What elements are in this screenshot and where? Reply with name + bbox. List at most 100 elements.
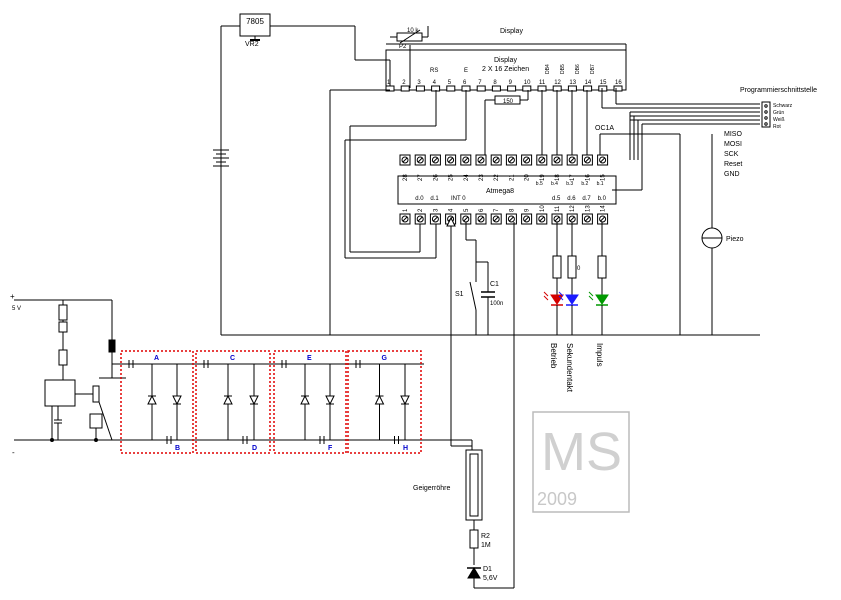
svg-text:DB6: DB6 bbox=[575, 64, 581, 74]
mcu-port-label: d.1 bbox=[430, 196, 439, 202]
svg-text:SCK: SCK bbox=[724, 151, 739, 158]
mcu-port-b.2: b.2 bbox=[581, 181, 588, 187]
cascade-node-label: B bbox=[175, 445, 180, 452]
svg-text:MOSI: MOSI bbox=[724, 141, 742, 148]
display-pin-9: 9 bbox=[507, 80, 517, 92]
svg-text:19: 19 bbox=[540, 174, 546, 181]
svg-text:10: 10 bbox=[524, 80, 531, 86]
mcu-pin-8: 8 bbox=[505, 208, 517, 225]
mcu-pin-9: 9 bbox=[521, 208, 533, 225]
mcu-pin-23: 23 bbox=[475, 154, 487, 181]
hv-generator: + 5 V - bbox=[10, 292, 126, 457]
led-label-impuls: Impuls bbox=[595, 343, 604, 367]
mcu-pin-2: 2 bbox=[414, 208, 426, 225]
svg-text:11: 11 bbox=[555, 205, 561, 212]
cascade-node-label: E bbox=[307, 355, 312, 362]
mcu-port-b.5: b.5 bbox=[536, 181, 543, 187]
display-pin-3: 3 bbox=[415, 80, 425, 92]
svg-text:+: + bbox=[10, 292, 15, 301]
mcu-port-label: b.0 bbox=[598, 196, 607, 202]
mcu-pin-16: 16 bbox=[581, 154, 593, 181]
display-size: 2 X 16 Zeichen bbox=[482, 66, 529, 73]
mcu-pin-10: 10 bbox=[536, 205, 548, 225]
mcu-pin-24: 24 bbox=[460, 154, 472, 181]
svg-text:10 k: 10 k bbox=[407, 28, 419, 34]
mcu-pin-11: 11 bbox=[551, 205, 563, 225]
mcu-pin-28: 28 bbox=[399, 154, 411, 181]
svg-text:15: 15 bbox=[600, 80, 607, 86]
mcu-pin-26: 26 bbox=[429, 154, 441, 181]
svg-text:150: 150 bbox=[503, 99, 514, 105]
svg-text:MISO: MISO bbox=[724, 131, 742, 138]
svg-text:4: 4 bbox=[433, 80, 437, 86]
mcu-pin-3: 3 bbox=[429, 208, 441, 225]
mcu-pin-7: 7 bbox=[490, 208, 502, 225]
mcu-pin-1: 1 bbox=[399, 208, 411, 225]
display-pin-5: 5 bbox=[446, 80, 456, 92]
svg-text:DB5: DB5 bbox=[560, 64, 566, 74]
svg-text:2009: 2009 bbox=[537, 489, 577, 509]
resistor-150: 150 bbox=[484, 90, 529, 160]
svg-text:2: 2 bbox=[402, 80, 406, 86]
display-pin-12: 12 bbox=[552, 80, 562, 92]
display-pin-2: 2 bbox=[400, 80, 410, 92]
led-red bbox=[543, 291, 564, 306]
mcu-pin-5: 5 bbox=[460, 208, 472, 225]
svg-text:C1: C1 bbox=[490, 281, 499, 288]
svg-text:17: 17 bbox=[570, 174, 576, 181]
mcu-port-label: d.7 bbox=[582, 196, 591, 202]
svg-text:13: 13 bbox=[585, 205, 591, 212]
cascade-node-label: D bbox=[252, 445, 257, 452]
svg-text:0: 0 bbox=[577, 266, 581, 272]
svg-text:3: 3 bbox=[433, 208, 439, 212]
cascade-node-label: G bbox=[382, 355, 388, 362]
display-pin-4: 4 bbox=[431, 80, 441, 92]
display-pin-8: 8 bbox=[491, 80, 501, 92]
svg-text:14: 14 bbox=[585, 80, 592, 86]
svg-text:4: 4 bbox=[449, 208, 455, 212]
svg-text:DB7: DB7 bbox=[590, 64, 596, 74]
led-green bbox=[588, 291, 609, 306]
mcu-pin-6: 6 bbox=[475, 208, 487, 225]
mcu-pin-21: 21 bbox=[505, 154, 517, 181]
svg-text:28: 28 bbox=[403, 174, 409, 181]
svg-text:18: 18 bbox=[555, 174, 561, 181]
mcu-port-b.4: b.4 bbox=[551, 181, 558, 187]
svg-text:25: 25 bbox=[449, 174, 455, 181]
geiger-tube: Geigerröhre R2 1M D1 5,6V bbox=[413, 449, 498, 588]
svg-text:Piezo: Piezo bbox=[726, 236, 744, 243]
mcu-pin-14: 14 bbox=[597, 205, 609, 225]
svg-text:12: 12 bbox=[554, 80, 561, 86]
mcu-port-b.3: b.3 bbox=[566, 181, 573, 187]
led-label-betrieb: Betrieb bbox=[549, 343, 558, 369]
mcu-port-label: d.5 bbox=[552, 196, 561, 202]
svg-text:1M: 1M bbox=[481, 542, 491, 549]
piezo: Piezo bbox=[701, 134, 744, 335]
switch-and-cap: S1 C1 100n bbox=[446, 216, 515, 589]
svg-text:6: 6 bbox=[463, 80, 467, 86]
svg-text:INT 0: INT 0 bbox=[451, 196, 466, 202]
svg-text:Atmega8: Atmega8 bbox=[486, 188, 514, 195]
svg-text:14: 14 bbox=[601, 205, 607, 212]
svg-text:100n: 100n bbox=[490, 301, 503, 307]
oc1a-label: OC1A bbox=[595, 125, 614, 132]
svg-text:8: 8 bbox=[509, 208, 515, 212]
svg-text:MS: MS bbox=[541, 422, 622, 482]
svg-text:2: 2 bbox=[418, 208, 424, 212]
potentiometer-p2: 10 k P2 bbox=[390, 26, 429, 88]
display-pin-13: 13 bbox=[567, 80, 577, 92]
svg-text:7: 7 bbox=[478, 80, 482, 86]
display-pin-1: 1 bbox=[385, 80, 395, 92]
display-pin-15: 15 bbox=[598, 80, 608, 92]
svg-text:12: 12 bbox=[570, 205, 576, 212]
cascade-stage-4: GH bbox=[347, 350, 422, 454]
svg-text:GND: GND bbox=[724, 171, 740, 178]
svg-text:15: 15 bbox=[601, 174, 607, 181]
mcu-pin-15: 15 bbox=[597, 154, 609, 181]
svg-text:13: 13 bbox=[569, 80, 576, 86]
mcu-port-label: d.6 bbox=[567, 196, 576, 202]
